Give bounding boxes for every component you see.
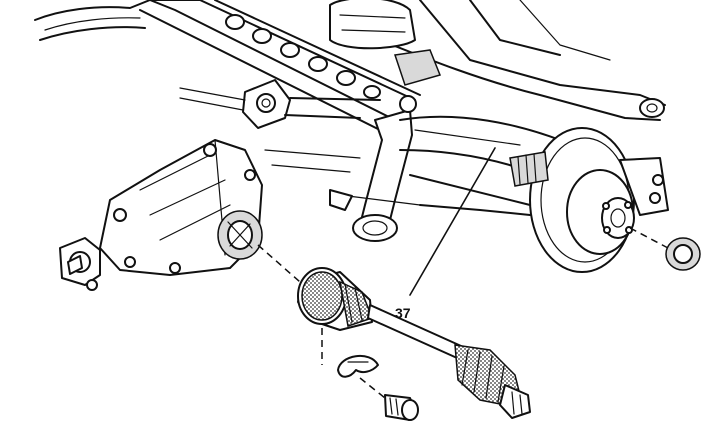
rear-subframe bbox=[34, 0, 666, 136]
axle-nut bbox=[629, 227, 701, 271]
differential bbox=[59, 139, 263, 291]
callout-37-label: 37 bbox=[395, 305, 411, 321]
lock-plate-and-bolt bbox=[321, 328, 419, 421]
callout-37: 37 bbox=[395, 147, 496, 321]
hub-side-cv-boot bbox=[509, 151, 549, 187]
suspension-link bbox=[352, 95, 417, 242]
flange-mount bbox=[179, 79, 381, 129]
wheel-hub-disc bbox=[529, 127, 669, 273]
driveshaft-assembly bbox=[257, 244, 531, 419]
